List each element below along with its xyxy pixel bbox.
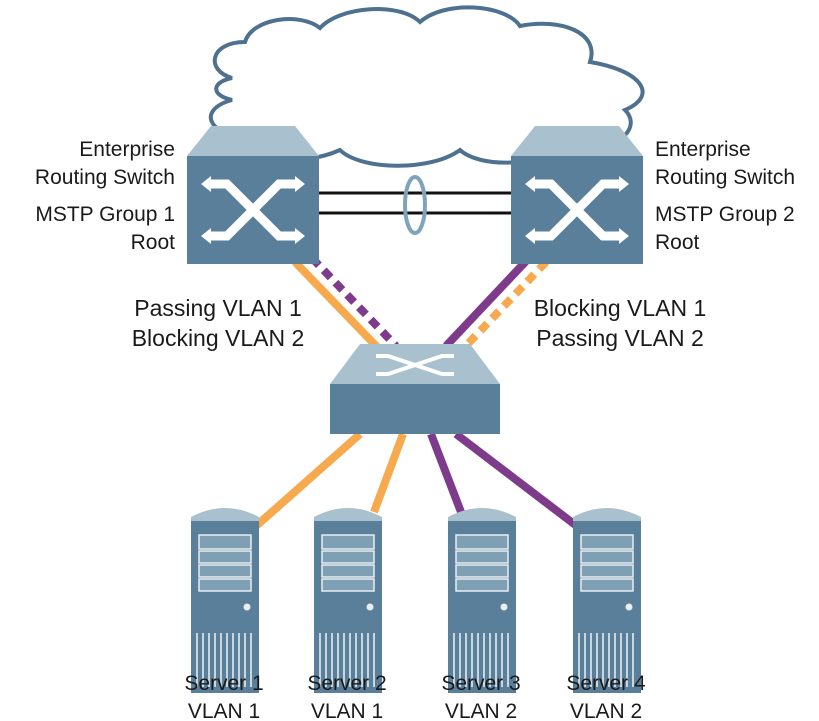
left-switch-line3: MSTP Group 1 <box>35 203 175 226</box>
right-switch-line2: Routing Switch <box>655 166 795 189</box>
server-3 <box>447 507 517 694</box>
server-labels: Server 1 VLAN 1 Server 2 VLAN 1 Server 3… <box>184 672 646 721</box>
right-link-label: Blocking VLAN 1 Passing VLAN 2 <box>534 295 707 351</box>
right-switch-line3: MSTP Group 2 <box>655 203 795 226</box>
server-links <box>252 430 581 531</box>
left-switch-line1: Enterprise <box>79 138 175 161</box>
server-4 <box>572 507 642 694</box>
left-uplink-blocking <box>309 255 399 349</box>
left-switch-line4: Root <box>131 231 176 254</box>
server-1 <box>190 507 260 694</box>
server-2-vlan: VLAN 1 <box>311 700 383 721</box>
server-4-vlan: VLAN 2 <box>570 700 642 721</box>
server-2-name: Server 2 <box>307 672 386 695</box>
right-link-line2: Passing VLAN 2 <box>536 325 703 351</box>
server-2 <box>313 507 383 694</box>
switch-cross-icon <box>376 354 454 376</box>
right-link-line1: Blocking VLAN 1 <box>534 295 707 321</box>
right-core-switch <box>511 126 643 264</box>
server-link-2 <box>370 432 407 514</box>
right-uplink-passing <box>443 255 532 349</box>
link-aggregation-icon <box>403 175 427 235</box>
server-3-vlan: VLAN 2 <box>445 700 517 721</box>
left-link-line1: Passing VLAN 1 <box>134 295 301 321</box>
left-switch-line2: Routing Switch <box>35 166 175 189</box>
left-core-switch <box>187 126 319 264</box>
left-link-label: Passing VLAN 1 Blocking VLAN 2 <box>132 295 305 351</box>
inter-switch-trunk <box>318 175 512 235</box>
left-uplink-passing <box>292 259 383 353</box>
right-switch-line1: Enterprise <box>655 138 751 161</box>
right-uplink-blocking <box>459 259 549 353</box>
server-link-4 <box>453 430 581 531</box>
left-uplink <box>292 255 399 353</box>
left-switch-label: Enterprise Routing Switch MSTP Group 1 R… <box>35 138 175 254</box>
server-4-name: Server 4 <box>566 672 646 695</box>
access-switch <box>330 344 500 434</box>
right-uplink <box>443 255 549 353</box>
server-link-3 <box>427 432 465 514</box>
left-link-line2: Blocking VLAN 2 <box>132 325 305 351</box>
right-switch-label: Enterprise Routing Switch MSTP Group 2 R… <box>655 138 795 254</box>
server-1-name: Server 1 <box>184 672 263 695</box>
server-link-1 <box>252 431 363 530</box>
server-3-name: Server 3 <box>441 672 520 695</box>
server-1-vlan: VLAN 1 <box>188 700 260 721</box>
right-switch-line4: Root <box>655 231 700 254</box>
